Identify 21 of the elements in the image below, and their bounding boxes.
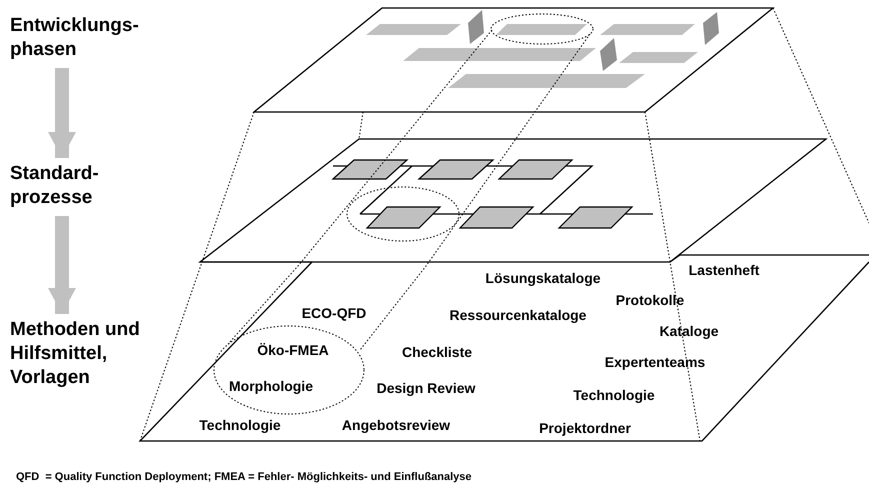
method-label: ECO-QFD <box>302 305 366 321</box>
method-label: Expertenteams <box>604 354 706 370</box>
method-label: Checkliste <box>402 344 472 360</box>
arrow <box>48 68 76 158</box>
method-label: Ressourcenkataloge <box>450 307 586 323</box>
method-label: Protokolle <box>616 292 684 308</box>
method-label: Öko-FMEA <box>257 342 329 358</box>
method-label: Morphologie <box>229 378 313 394</box>
level-heading: Entwicklungs- phasen <box>10 14 160 62</box>
method-label: Projektordner <box>539 420 631 436</box>
method-label: Angebotsreview <box>342 417 450 433</box>
method-label: Lastenheft <box>688 262 760 278</box>
method-label: Lösungskataloge <box>485 270 601 286</box>
method-label: Technologie <box>199 417 281 433</box>
method-label: Design Review <box>376 380 476 396</box>
method-label: Technologie <box>573 387 655 403</box>
level-heading: Methoden und Hilfsmittel, Vorlagen <box>10 318 160 390</box>
method-label: Kataloge <box>659 323 719 339</box>
arrow <box>48 216 76 314</box>
level-heading: Standard- prozesse <box>10 162 160 210</box>
footnote: QFD = Quality Function Deployment; FMEA = Fehler- Möglichkeits- und Einflußanalyse <box>16 471 472 483</box>
